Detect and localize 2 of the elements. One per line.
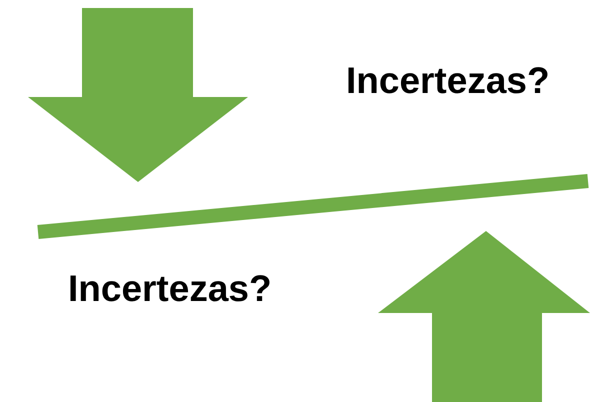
question-text: Incertezas? xyxy=(346,62,550,99)
question-text: Incertezas? xyxy=(68,270,272,307)
